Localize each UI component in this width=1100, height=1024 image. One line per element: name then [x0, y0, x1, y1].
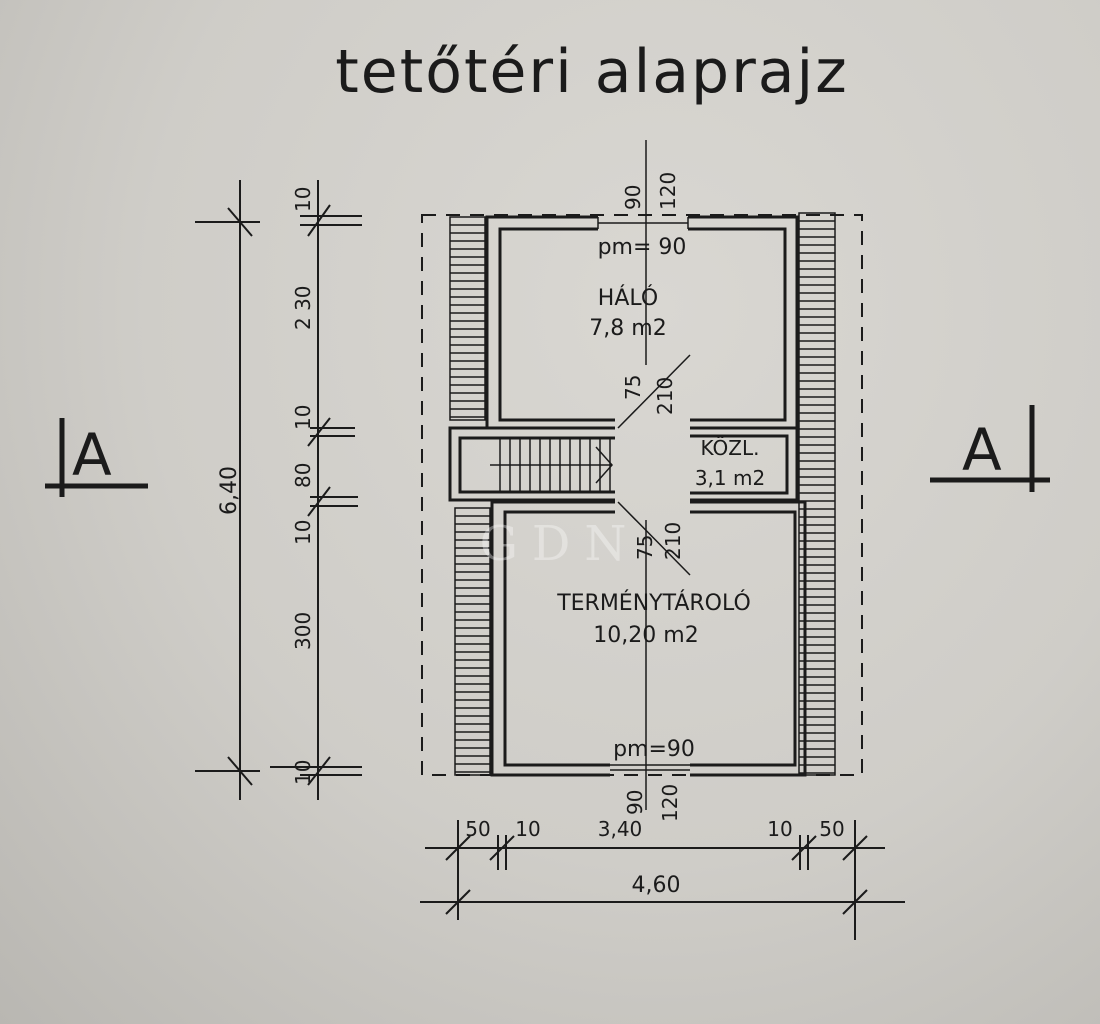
- door-swing-top: [617, 354, 691, 429]
- hatch-outline: [454, 507, 491, 776]
- door-bottom-width: 75: [633, 535, 657, 560]
- height-chain-6: 300: [291, 612, 315, 650]
- staircase: [490, 438, 614, 492]
- width-chain-5: 50: [819, 817, 844, 841]
- bottom-window-width: 90: [623, 790, 647, 815]
- halo-room-name: HÁLÓ: [598, 285, 658, 311]
- section-label-right: A: [962, 416, 1002, 484]
- door-top-width: 75: [621, 375, 645, 400]
- halo-room-area: 7,8 m2: [589, 316, 666, 341]
- section-label-left: A: [72, 421, 112, 489]
- kozl-room-area: 3,1 m2: [695, 466, 765, 490]
- termenytarolo-room-name: TERMÉNYTÁROLÓ: [556, 590, 751, 616]
- watermark-logo: GDN: [480, 516, 641, 572]
- stair-arrow-icon: [595, 446, 614, 484]
- top-window-width: 90: [621, 185, 645, 210]
- termenytarolo-room-area: 10,20 m2: [593, 623, 698, 648]
- width-chain-3: 3,40: [598, 817, 643, 841]
- section-marker-left: A: [45, 418, 148, 497]
- height-chain-7: 10: [291, 760, 315, 785]
- plan-title: tetőtéri alaprajz: [335, 37, 848, 107]
- width-chain-1: 50: [465, 817, 490, 841]
- overall-width: 4,60: [632, 873, 681, 898]
- corridor-walls: [448, 426, 799, 502]
- width-dimension-lines: [420, 820, 905, 940]
- overall-height: 6,40: [217, 466, 242, 515]
- height-dimension-lines: [195, 180, 362, 800]
- height-chain-2: 2 30: [291, 285, 315, 330]
- width-chain-2: 10: [515, 817, 540, 841]
- halo-parapet: pm= 90: [598, 235, 687, 260]
- door-top-height: 210: [653, 377, 677, 415]
- termenytarolo-room-walls: [490, 500, 807, 777]
- left-knee-wall-bottom: [454, 507, 491, 776]
- width-chain-4: 10: [767, 817, 792, 841]
- top-window-height: 120: [656, 172, 680, 210]
- door-swing-bottom: [617, 501, 691, 576]
- kozl-room-name: KÖZL.: [701, 436, 760, 460]
- hatch-outline: [449, 216, 486, 421]
- left-knee-wall-top: [449, 216, 486, 421]
- height-chain-4: 80: [291, 463, 315, 488]
- height-chain-5: 10: [291, 520, 315, 545]
- termenytarolo-parapet: pm=90: [613, 737, 695, 762]
- bottom-window-height: 120: [658, 784, 682, 822]
- roof-outline: [421, 214, 863, 776]
- hatch-outline: [798, 212, 836, 776]
- door-bottom-height: 210: [661, 522, 685, 560]
- height-chain-3: 10: [291, 405, 315, 430]
- height-chain-1: 10: [291, 187, 315, 212]
- section-marker-right: A: [930, 405, 1050, 492]
